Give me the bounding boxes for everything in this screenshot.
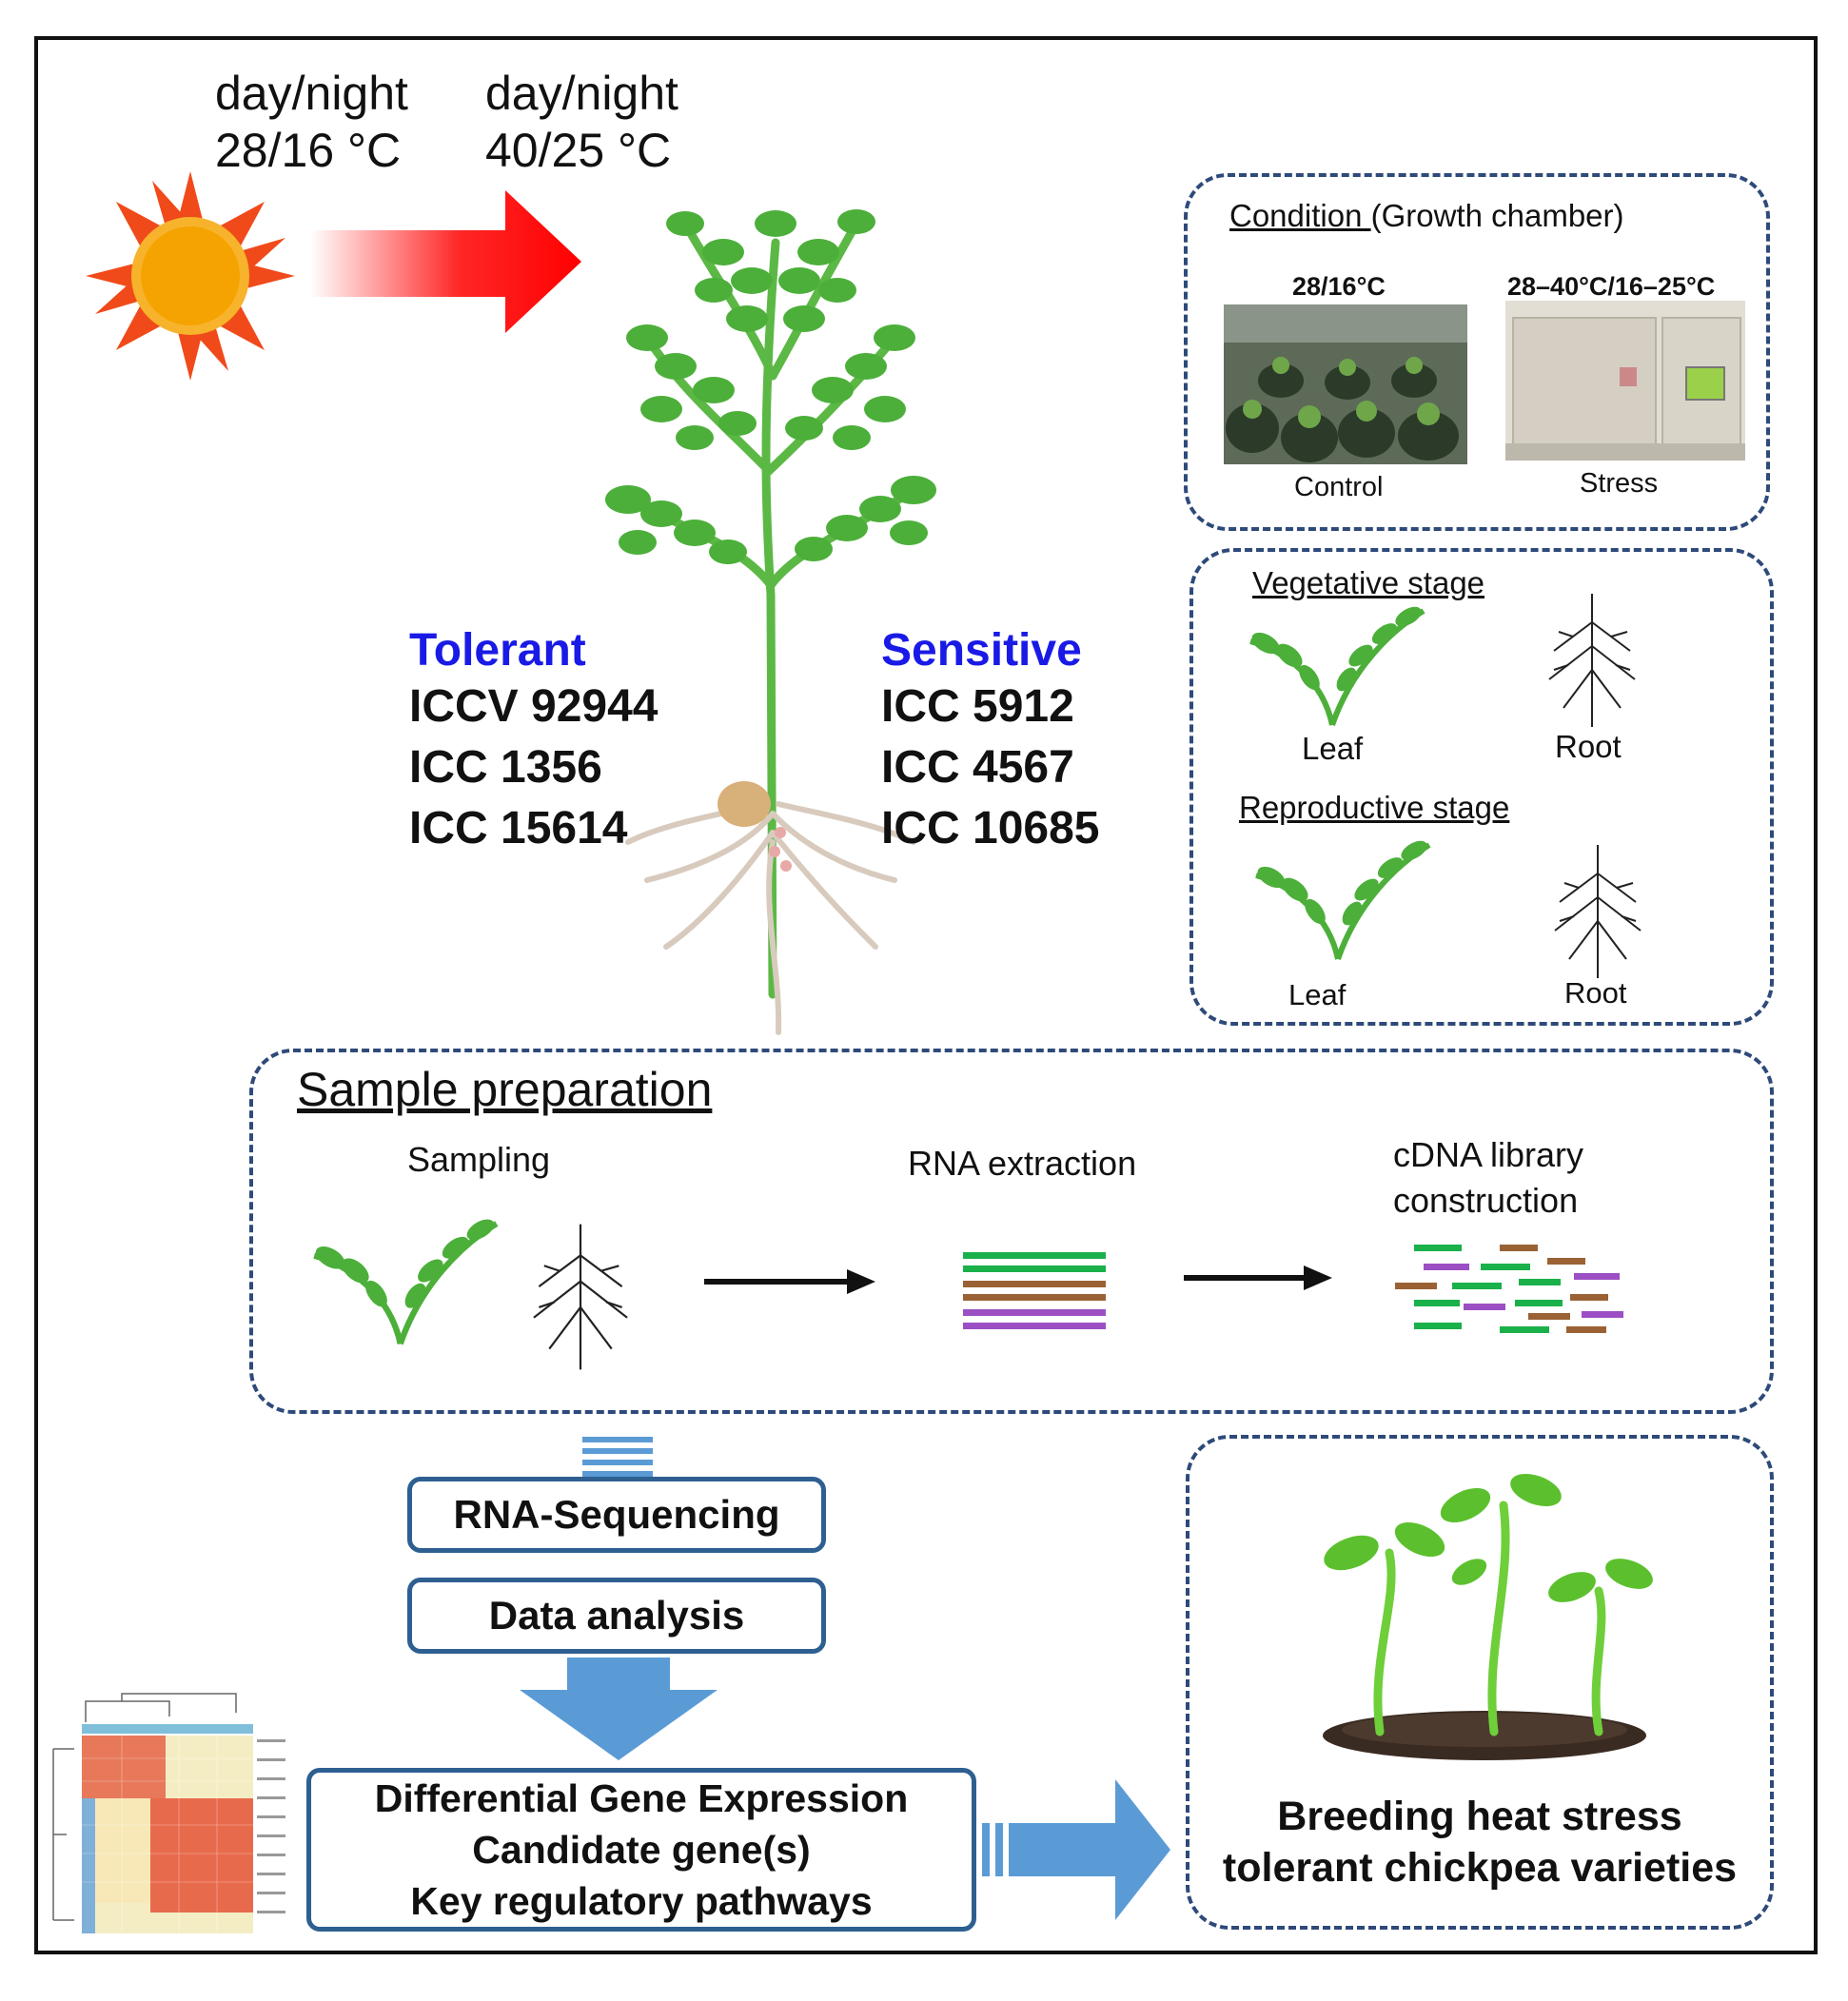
- outcome-line2: tolerant chickpea varieties: [1222, 1845, 1738, 1891]
- reproductive-leaf-icon: [1255, 840, 1431, 960]
- vegetative-root-icon: [1548, 594, 1636, 727]
- cdna-label: cDNA library construction: [1393, 1132, 1583, 1224]
- tolerant-line: ICCV 92944: [409, 681, 659, 732]
- control-temp-value: 28/16 °C: [215, 124, 402, 177]
- vegetative-leaf-icon: [1249, 606, 1425, 726]
- vegetative-stage-heading: Vegetative stage: [1252, 565, 1485, 600]
- sensitive-line: ICC 4567: [881, 742, 1074, 793]
- result-line: Differential Gene Expression: [374, 1776, 909, 1820]
- rna-extraction-label: RNA extraction: [908, 1144, 1137, 1183]
- stress-temp-caption: 28–40°C/16–25°C: [1507, 272, 1716, 301]
- sampling-label: Sampling: [407, 1140, 551, 1179]
- arrow-right-icon: [1184, 1265, 1332, 1290]
- control-temp-caption: 28/16°C: [1292, 272, 1386, 301]
- sensitive-line: ICC 10685: [881, 803, 1100, 853]
- vegetative-root-label: Root: [1555, 729, 1622, 764]
- outcome-line1: Breeding heat stress: [1277, 1794, 1682, 1839]
- condition-panel: Condition (Growth chamber) 28/16°C 28–40…: [1184, 173, 1770, 531]
- stress-photo-label: Stress: [1580, 468, 1659, 499]
- sensitive-heading: Sensitive: [881, 625, 1082, 676]
- result-line: Candidate gene(s): [472, 1828, 811, 1872]
- condition-title-underlined: Condition: [1229, 198, 1371, 233]
- heatmap-thumbnail: [52, 1693, 285, 1933]
- stress-temperature: day/night 40/25 °C: [485, 65, 678, 179]
- cdna-label-line1: cDNA library: [1393, 1135, 1584, 1174]
- control-photo-label: Control: [1294, 472, 1384, 502]
- down-arrow-icon: [520, 1658, 718, 1760]
- outcome-panel: Breeding heat stress tolerant chickpea v…: [1186, 1435, 1774, 1930]
- condition-title: Condition (Growth chamber): [1229, 198, 1624, 234]
- growth-chamber-photo: [1505, 301, 1745, 461]
- connector-bars-icon: [582, 1437, 653, 1481]
- figure-frame: [34, 36, 1818, 1954]
- sensitive-genotypes: Sensitive ICC 5912 ICC 4567 ICC 10685: [881, 624, 1099, 859]
- reproductive-root-label: Root: [1564, 976, 1627, 1010]
- result-line: Key regulatory pathways: [410, 1879, 873, 1923]
- control-temp-label: day/night: [215, 67, 408, 120]
- tolerant-line: ICC 1356: [409, 742, 602, 793]
- cdna-fragments-icon: [1395, 1245, 1623, 1333]
- cdna-label-line2: construction: [1393, 1181, 1579, 1220]
- tolerant-heading: Tolerant: [409, 625, 586, 676]
- arrow-right-icon: [704, 1269, 875, 1294]
- chickpea-plant-illustration: [605, 209, 936, 1035]
- outcome-text: Breeding heat stress tolerant chickpea v…: [1189, 1791, 1770, 1893]
- control-greenhouse-photo: [1224, 304, 1467, 464]
- sensitive-line: ICC 5912: [881, 681, 1074, 732]
- reproductive-root-icon: [1554, 845, 1642, 978]
- stress-temp-label: day/night: [485, 67, 678, 120]
- results-box: Differential Gene Expression Candidate g…: [306, 1768, 976, 1932]
- tolerant-line: ICC 15614: [409, 803, 628, 853]
- seedlings-illustration: [1323, 1473, 1653, 1760]
- rna-strands-icon: [963, 1252, 1106, 1329]
- reproductive-leaf-label: Leaf: [1288, 978, 1347, 1011]
- sampling-root-icon: [533, 1224, 628, 1370]
- control-temperature: day/night 28/16 °C: [215, 65, 408, 179]
- sun-icon: [86, 171, 295, 381]
- heat-arrow-icon: [310, 190, 581, 333]
- sample-preparation-panel: Sample preparation Sampling RNA extracti…: [249, 1049, 1774, 1414]
- right-arrow-icon: [982, 1779, 1170, 1920]
- sampling-leaf-icon: [313, 1219, 499, 1345]
- condition-title-rest: (Growth chamber): [1370, 198, 1624, 233]
- tolerant-genotypes: Tolerant ICCV 92944 ICC 1356 ICC 15614: [409, 624, 659, 859]
- stress-temp-value: 40/25 °C: [485, 124, 672, 177]
- vegetative-leaf-label: Leaf: [1302, 731, 1364, 766]
- rna-sequencing-box: RNA-Sequencing: [407, 1477, 826, 1553]
- data-analysis-box: Data analysis: [407, 1578, 826, 1654]
- reproductive-stage-heading: Reproductive stage: [1239, 790, 1510, 825]
- tissue-stages-panel: Vegetative stage Leaf Root Reproductive …: [1189, 548, 1774, 1026]
- sample-preparation-title: Sample preparation: [297, 1063, 713, 1116]
